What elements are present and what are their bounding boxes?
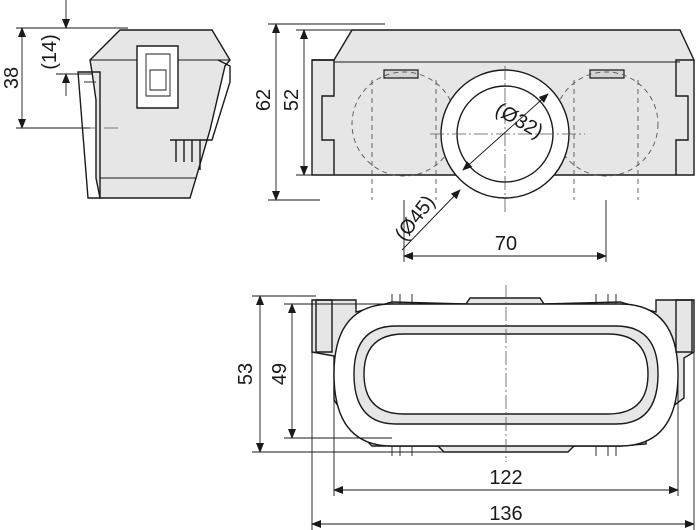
- dim-side-height: 38: [1, 67, 23, 89]
- dim-top-width-inner: 122: [489, 467, 522, 489]
- dim-outlet-spacing: 70: [495, 233, 517, 255]
- top-view-dimensions: [252, 295, 695, 530]
- side-view-dimensions: [16, 0, 128, 129]
- dim-top-width-total: 136: [489, 503, 522, 525]
- dim-top-depth-total: 53: [235, 363, 257, 385]
- dim-top-depth-inner: 49: [269, 363, 291, 385]
- dim-front-height-total: 62: [253, 89, 275, 111]
- side-view: [60, 29, 231, 199]
- front-view-dimensions: [268, 23, 607, 262]
- top-view: [311, 285, 695, 462]
- dim-side-offset: (14): [39, 34, 61, 70]
- dim-front-height-body: 52: [281, 89, 303, 111]
